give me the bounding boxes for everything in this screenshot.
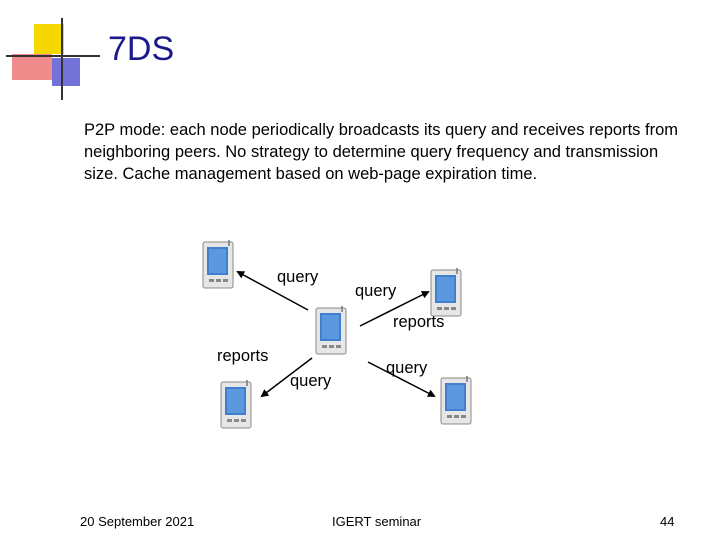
pda-device-icon-svg [220, 380, 252, 429]
pda-device-bottom-right-icon [440, 376, 474, 428]
deco-yellow-square [34, 24, 64, 54]
label-query-top-right: query [355, 282, 397, 300]
pda-device-icon-svg [202, 240, 234, 289]
arrow-top-left [236, 271, 309, 311]
footer-center-text: IGERT seminar [332, 514, 422, 529]
arrow-bottom-right [367, 361, 436, 397]
slide-title: 7DS [108, 30, 175, 68]
footer-date: 20 September 2021 [80, 514, 195, 529]
arrow-top-right [359, 291, 430, 327]
slide-body-text: P2P mode: each node periodically broadca… [84, 121, 679, 183]
pda-device-bottom-left-icon [220, 380, 254, 432]
pda-device-top-left-icon [202, 240, 236, 292]
footer-page-number: 44 [660, 514, 675, 529]
deco-blue-square [52, 58, 80, 86]
pda-device-icon-svg [315, 306, 347, 355]
corner-decoration-svg [6, 18, 100, 100]
arrow-bottom-left [260, 357, 313, 398]
corner-decoration [0, 0, 110, 110]
label-query-top-left: query [277, 268, 319, 286]
label-query-bottom-right: query [386, 359, 428, 377]
pda-device-top-right-icon [430, 268, 464, 320]
label-reports-left: reports [217, 347, 269, 365]
pda-device-icon-svg [440, 376, 472, 425]
pda-device-center-icon [315, 306, 349, 358]
pda-device-icon-svg [430, 268, 462, 317]
label-query-bottom-left: query [290, 372, 332, 390]
label-reports-right: reports [393, 313, 445, 331]
deco-red-square [12, 54, 52, 80]
